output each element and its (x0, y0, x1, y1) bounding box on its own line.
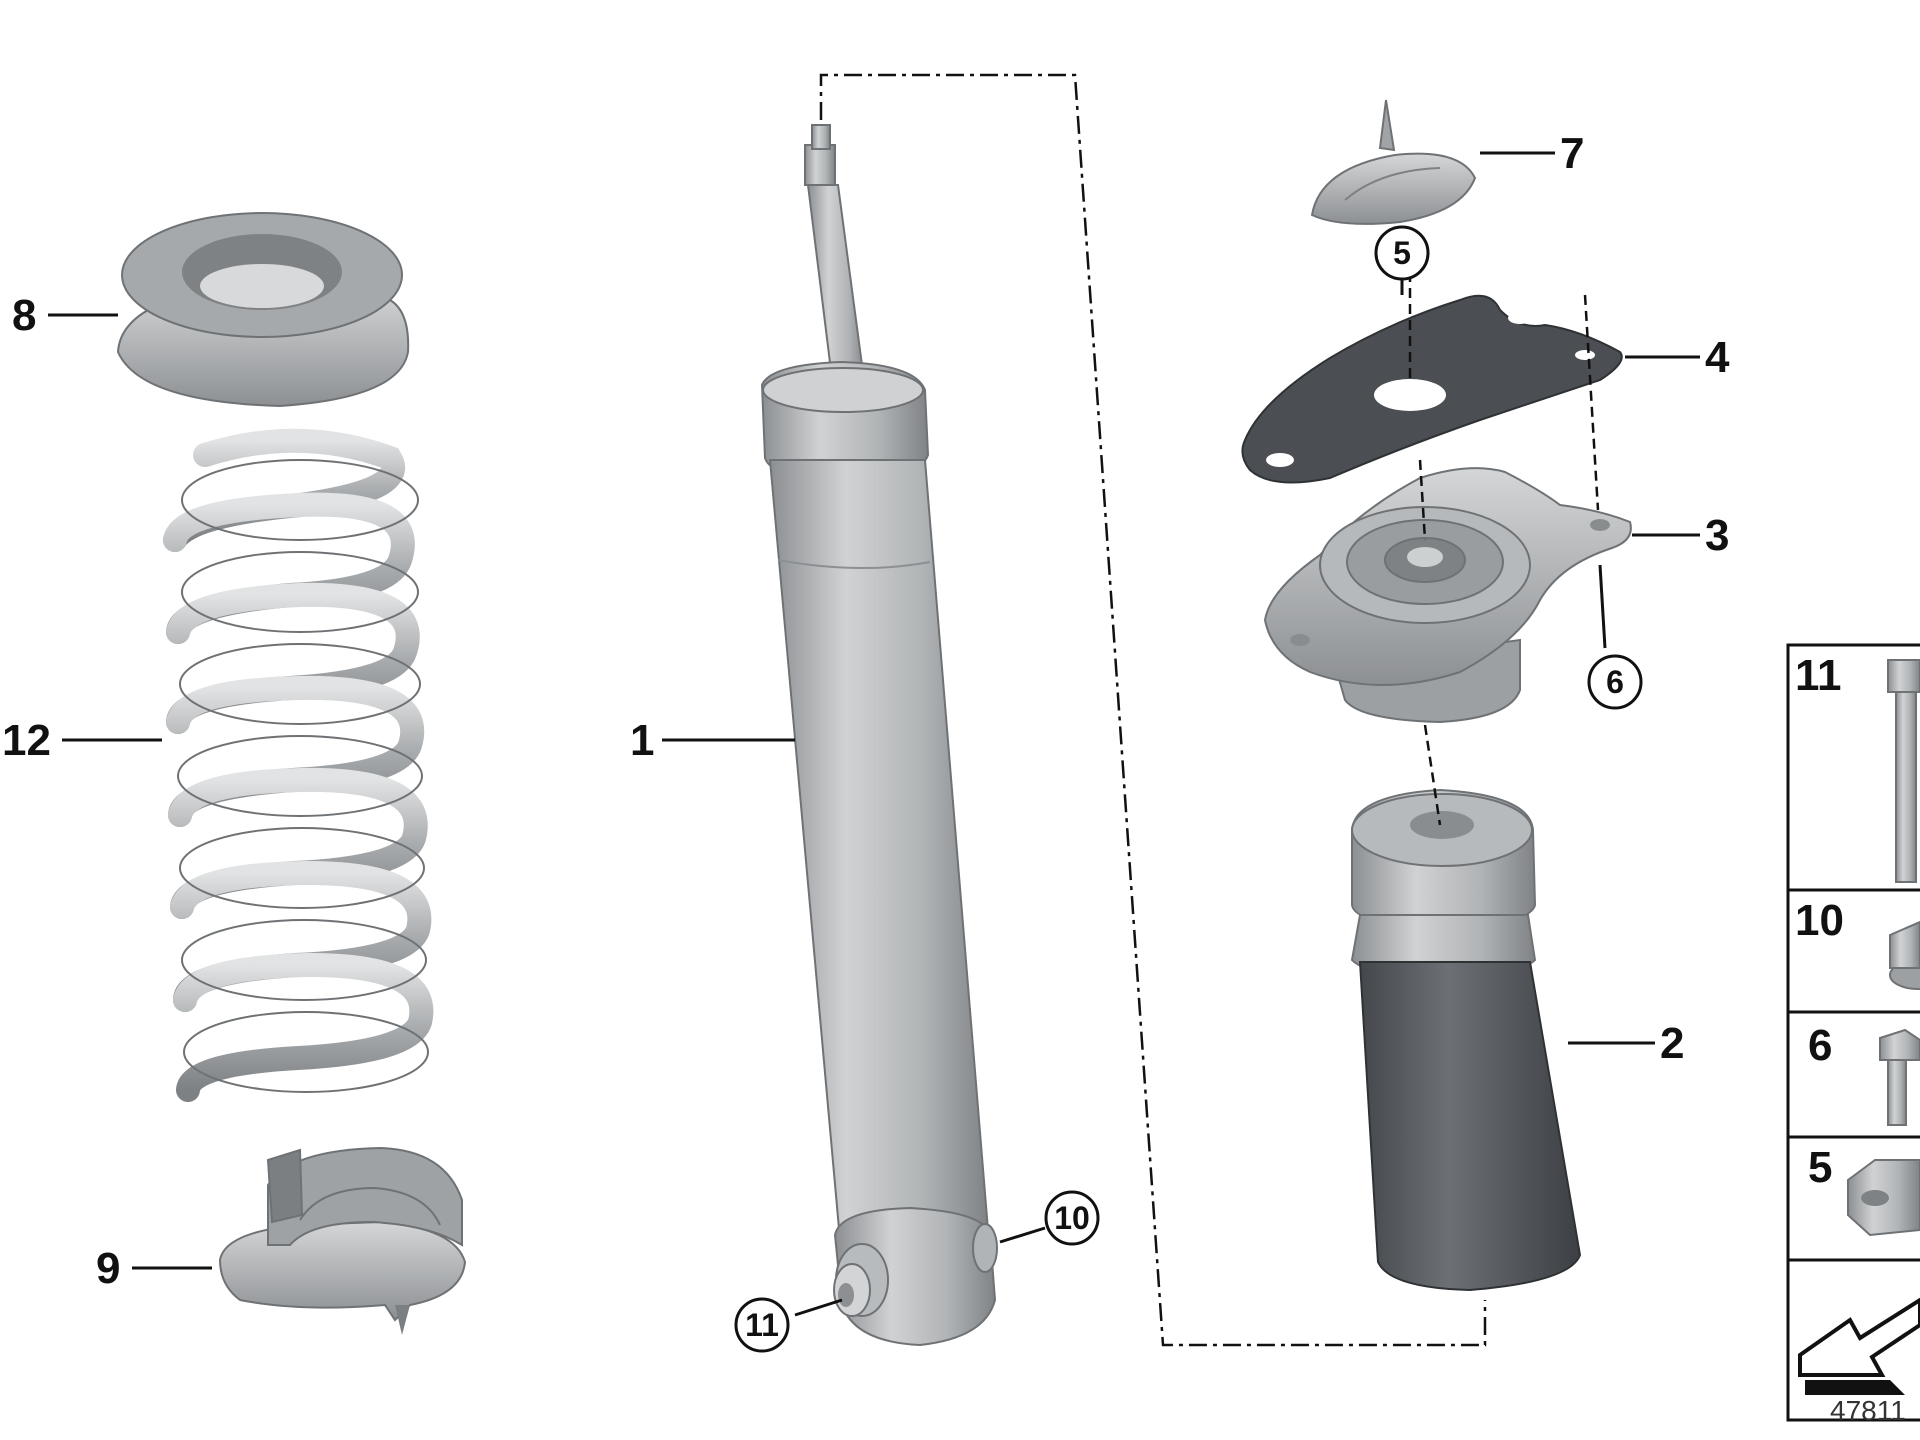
callout-9: 9 (96, 1244, 120, 1293)
callout-3: 3 (1705, 511, 1729, 560)
part-spring-lower-pad (218, 1146, 467, 1335)
callout-2: 2 (1660, 1019, 1684, 1068)
callout-8: 8 (12, 291, 36, 340)
circled-callout-6: 6 (1587, 654, 1643, 710)
part-gasket-plate (1241, 294, 1623, 484)
svg-text:11: 11 (745, 1307, 779, 1343)
kit-row-10-label: 10 (1795, 896, 1844, 945)
circled-callout-5: 5 (1374, 225, 1430, 281)
kit-row-5-label: 5 (1808, 1143, 1832, 1192)
circled-callout-11: 11 (734, 1297, 790, 1353)
diagram-reference-number: 47811 (1830, 1395, 1906, 1426)
hex-nut-icon (1847, 1159, 1920, 1237)
svg-text:10: 10 (1054, 1200, 1090, 1236)
part-strut-mount (1263, 467, 1632, 724)
orientation-arrow-icon (1798, 1297, 1920, 1395)
callout-4: 4 (1705, 333, 1730, 382)
callout-1: 1 (630, 716, 654, 765)
leader-lines (48, 151, 1700, 1317)
part-shock-absorber (760, 124, 998, 1347)
svg-text:5: 5 (1393, 235, 1411, 271)
screw-icon (1879, 1028, 1920, 1126)
part-spring-upper-pad (116, 212, 410, 408)
callout-7: 7 (1560, 129, 1584, 178)
part-coil-spring (163, 428, 434, 1102)
circled-callout-10: 10 (1044, 1190, 1100, 1246)
callout-12: 12 (2, 716, 51, 765)
flange-nut-icon (1889, 920, 1920, 990)
bolt-icon (1887, 659, 1920, 883)
part-dust-boot (1350, 788, 1582, 1292)
hardware-kit-panel: 11 10 6 5 (1786, 643, 1920, 1422)
part-cap (1310, 99, 1477, 225)
svg-text:6: 6 (1606, 664, 1624, 700)
kit-row-11-label: 11 (1795, 651, 1842, 700)
kit-row-6-label: 6 (1808, 1021, 1832, 1070)
